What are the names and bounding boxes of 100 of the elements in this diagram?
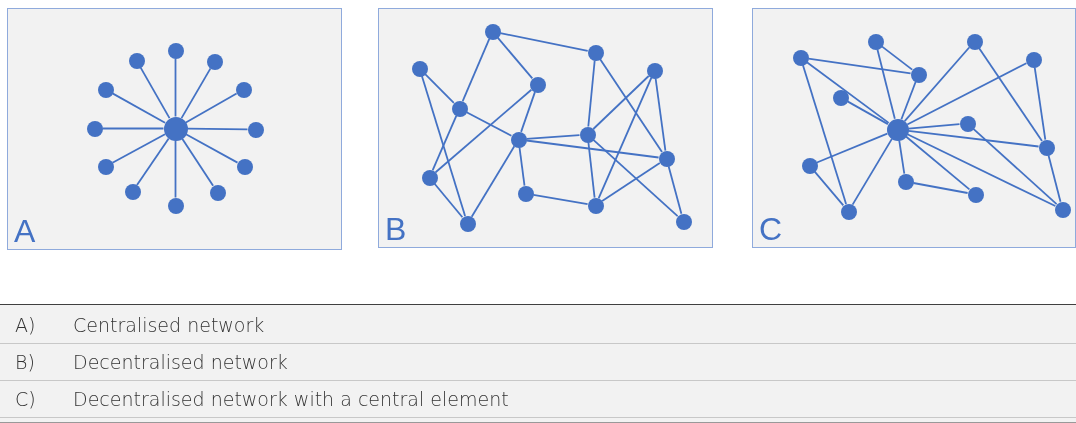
connector-line <box>601 162 661 202</box>
connector-line <box>525 139 660 159</box>
connector-line <box>587 141 596 199</box>
network-node <box>587 44 604 61</box>
network-panel <box>7 8 342 250</box>
network-node <box>966 33 983 50</box>
connector-line <box>813 170 845 207</box>
connector-line <box>900 81 917 121</box>
connector-line <box>431 114 458 172</box>
connector-line <box>587 59 596 128</box>
network-node <box>167 42 184 59</box>
panel-letter: B <box>385 211 407 247</box>
connector-line <box>111 92 166 124</box>
connector-line <box>433 182 464 219</box>
connector-line <box>174 57 177 118</box>
connector-line <box>185 133 239 164</box>
connector-line <box>806 61 890 124</box>
list-marker: C) <box>15 387 36 411</box>
network-node <box>451 100 468 117</box>
network-node <box>959 115 976 132</box>
network-node <box>910 66 927 83</box>
network-node <box>587 197 604 214</box>
network-node <box>529 76 546 93</box>
connector-line <box>903 46 971 123</box>
connector-line <box>807 57 912 75</box>
description-text: Decentralised network <box>73 350 288 374</box>
connector-line <box>906 62 1028 126</box>
network-node <box>646 62 663 79</box>
network-node <box>97 81 114 98</box>
connector-line <box>654 77 667 152</box>
connector-line <box>136 137 170 186</box>
connector-line <box>907 129 1040 148</box>
network-node <box>247 121 264 138</box>
network-node <box>459 215 476 232</box>
connector-line <box>846 100 889 125</box>
network-node <box>897 173 914 190</box>
network-node <box>832 89 849 106</box>
connector-line <box>905 135 971 191</box>
connector-line <box>599 58 663 153</box>
connector-line <box>185 92 238 124</box>
network-node <box>792 49 809 66</box>
connector-line <box>816 132 889 164</box>
network-node <box>236 158 253 175</box>
network-panel <box>378 8 713 248</box>
network-node <box>1054 201 1071 218</box>
connector-line <box>898 139 906 175</box>
connector-line <box>499 32 589 52</box>
network-node <box>840 203 857 220</box>
network-node <box>886 118 909 141</box>
network-node <box>801 157 818 174</box>
connector-line <box>465 111 513 137</box>
connector-line <box>912 182 969 194</box>
connector-line <box>111 133 166 164</box>
connector-line <box>907 123 961 130</box>
connector-line <box>592 75 650 130</box>
network-panel <box>752 8 1076 248</box>
connector-line <box>520 91 536 133</box>
network-node <box>579 126 596 143</box>
network-node <box>1025 51 1042 68</box>
connector-line <box>421 75 466 217</box>
connector-line <box>1047 154 1062 203</box>
network-node <box>967 186 984 203</box>
connector-line <box>181 137 214 187</box>
connector-line <box>978 47 1043 142</box>
network-node <box>510 131 527 148</box>
network-node <box>128 52 145 69</box>
network-node <box>167 197 184 214</box>
connector-line <box>1033 66 1047 141</box>
connector-line <box>972 128 1058 205</box>
connector-line <box>667 165 683 215</box>
connector-line <box>532 194 589 205</box>
connector-line <box>470 145 516 218</box>
network-node <box>86 120 103 137</box>
panel-letter: A <box>14 213 36 249</box>
connector-line <box>518 146 526 187</box>
connector-line <box>139 66 171 119</box>
network-node <box>97 158 114 175</box>
list-marker: B) <box>15 350 35 374</box>
network-node <box>658 150 675 167</box>
connector-line <box>592 139 679 217</box>
connector-line <box>876 48 896 120</box>
connector-line <box>906 133 1057 207</box>
network-node <box>675 213 692 230</box>
connector-line <box>597 76 653 200</box>
connector-line <box>174 139 177 199</box>
connector-line <box>525 134 581 140</box>
connector-line <box>424 73 455 104</box>
connector-line <box>180 67 212 119</box>
connector-line <box>496 36 534 80</box>
network-node <box>421 169 438 186</box>
network-node <box>124 183 141 200</box>
description-text: Centralised network <box>73 313 265 337</box>
connector-line <box>461 38 491 102</box>
network-node <box>206 53 223 70</box>
connector-line <box>802 64 847 205</box>
connector-line <box>880 45 914 71</box>
network-node <box>411 60 428 77</box>
description-text: Decentralised network with a central element <box>73 387 509 411</box>
network-node <box>867 33 884 50</box>
connector-line <box>101 127 165 130</box>
